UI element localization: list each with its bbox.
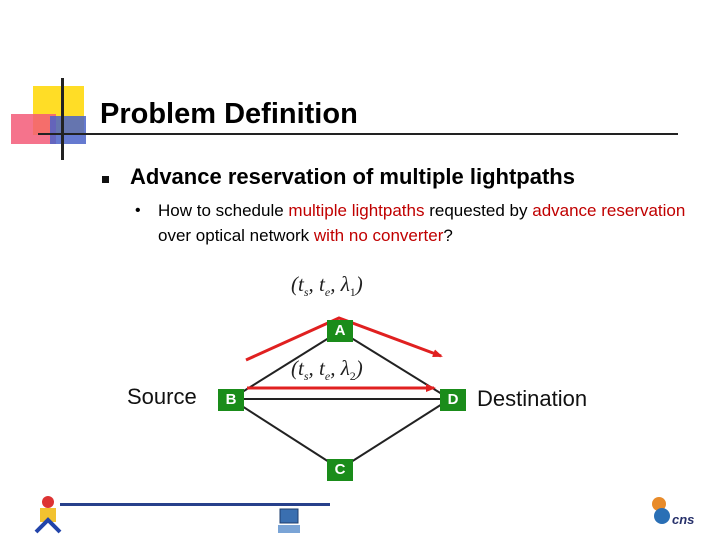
bullet-dot-icon: • [135,202,141,219]
highlighted-text: advance reservation [532,201,686,220]
lightpath-arrow-1 [245,316,443,362]
edge-b-c [230,398,341,470]
destination-label: Destination [477,386,588,411]
node-a: A [327,320,353,342]
cns-logo-icon [652,497,670,524]
mascot-icon [34,496,62,534]
computer-icon [278,508,300,533]
cns-logo-text: cns [672,512,695,527]
title-underline [38,133,678,135]
formula-lambda2: (ts, te, λ2) [291,356,363,384]
title-decoration-pink [11,114,56,144]
edge-c-d [339,398,451,470]
bullet-text: ? [443,226,453,245]
slide-title: Problem Definition [100,98,358,130]
bullet-main: Advance reservation of multiple lightpat… [130,164,575,189]
node-b: B [218,389,244,411]
bullet-sub: How to schedule multiple lightpaths requ… [158,198,698,248]
node-d: D [440,389,466,411]
bullet-square-icon [102,176,109,183]
highlighted-text: multiple lightpaths [288,201,425,220]
bullet-text: over optical network [158,226,314,245]
node-c: C [327,459,353,481]
title-decoration-blue [50,116,86,144]
title-decoration-vertical-line [61,78,64,160]
formula-lambda1: (ts, te, λ1) [291,272,363,300]
highlighted-text: with no converter [313,226,444,245]
bullet-text: requested by [424,201,533,220]
bullet-text: How to schedule [158,201,289,220]
source-label: Source [127,384,197,409]
footer-line [60,503,330,506]
